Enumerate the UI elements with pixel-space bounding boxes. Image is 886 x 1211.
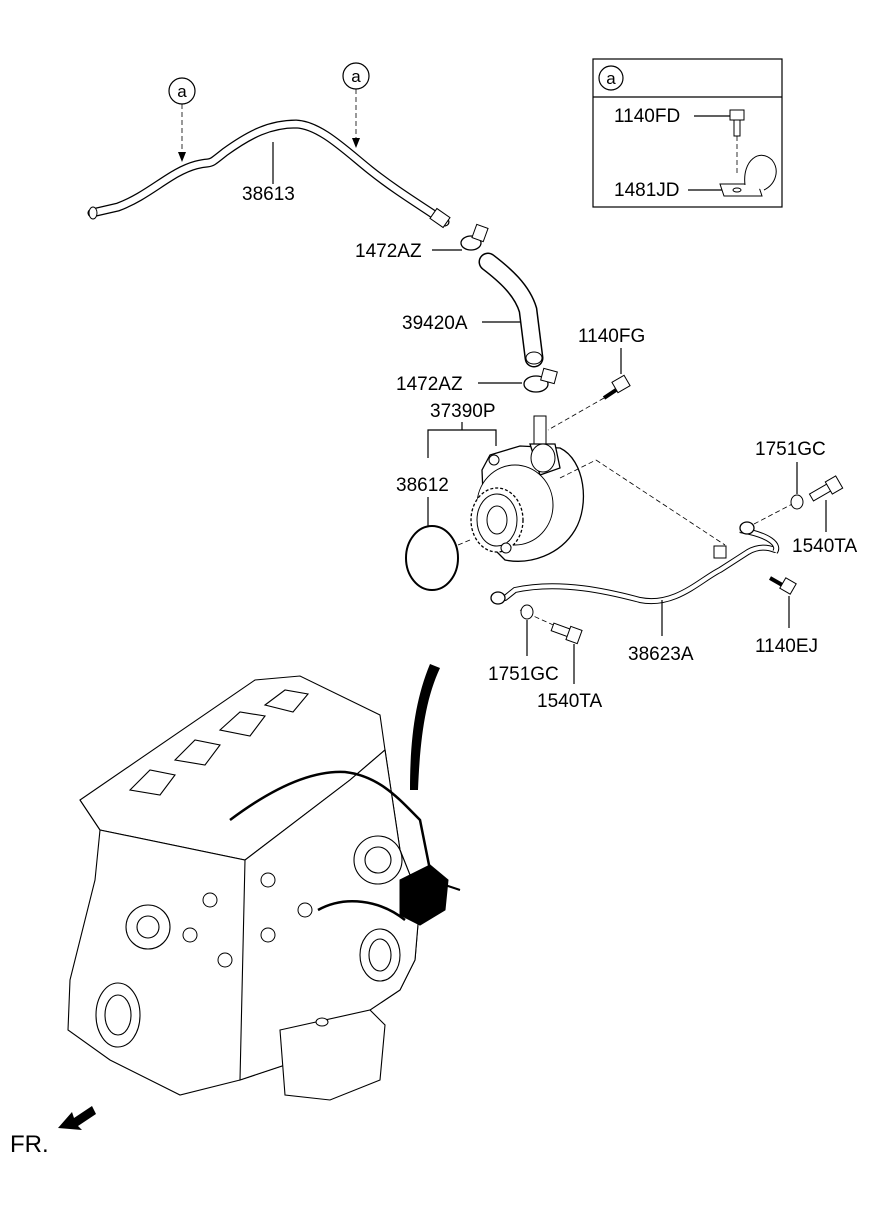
part-label-1540TA-right: 1540TA [792, 536, 857, 557]
vacuum-hose-39420a [478, 252, 544, 368]
callout-left-letter: a [177, 82, 187, 101]
hose-clamp-top-icon [460, 223, 489, 251]
bolt-1140fd-icon [729, 109, 745, 137]
part-label-1472AZ-top: 1472AZ [355, 241, 422, 262]
bolt-1540ta-right-icon [808, 475, 844, 502]
part-label-38613: 38613 [242, 184, 295, 205]
oil-pipe-38623a [490, 521, 780, 605]
part-label-38612: 38612 [396, 475, 449, 496]
callout-right-letter: a [351, 67, 361, 86]
bolt-1540ta-bottom-icon [550, 622, 583, 645]
detail-box: a 1140FD 1481JD [592, 58, 783, 208]
clip-1481jd-icon [719, 154, 777, 197]
vacuum-tube-38613 [87, 119, 451, 229]
front-direction-label: FR. [10, 1131, 49, 1158]
callout-right: a [342, 62, 370, 148]
bolt-1140fg-icon [602, 374, 631, 400]
engine-block [67, 675, 461, 1101]
washer-1751gc-right-icon [790, 494, 804, 510]
part-label-1140FD: 1140FD [614, 106, 680, 127]
front-direction-arrow-icon [58, 1106, 96, 1130]
drive-gear-icon [470, 487, 524, 553]
arrow-down-icon [178, 152, 186, 162]
bolt-1140ej-icon [769, 576, 797, 595]
detail-callout-letter: a [606, 69, 616, 88]
part-label-37390P: 37390P [430, 401, 496, 422]
part-label-39420A: 39420A [402, 313, 468, 334]
hose-clamp-bottom-icon [523, 367, 558, 393]
vacuum-pump-37390p [470, 415, 585, 562]
detail-callout-circle [598, 65, 624, 91]
callout-left: a [168, 77, 196, 162]
location-pointer-icon [410, 664, 440, 790]
part-label-1481JD: 1481JD [614, 180, 680, 201]
washer-1751gc-bottom-icon [520, 604, 534, 620]
part-label-1472AZ-bottom: 1472AZ [396, 374, 463, 395]
part-label-1751GC-bottom: 1751GC [488, 664, 559, 685]
part-label-1540TA-bottom: 1540TA [537, 691, 602, 712]
o-ring-38612 [405, 525, 459, 591]
part-label-1140FG: 1140FG [578, 326, 645, 347]
part-label-1751GC-right: 1751GC [755, 439, 826, 460]
part-label-38623A: 38623A [628, 644, 694, 665]
arrow-down-icon [352, 138, 360, 148]
part-label-1140EJ: 1140EJ [755, 636, 818, 657]
